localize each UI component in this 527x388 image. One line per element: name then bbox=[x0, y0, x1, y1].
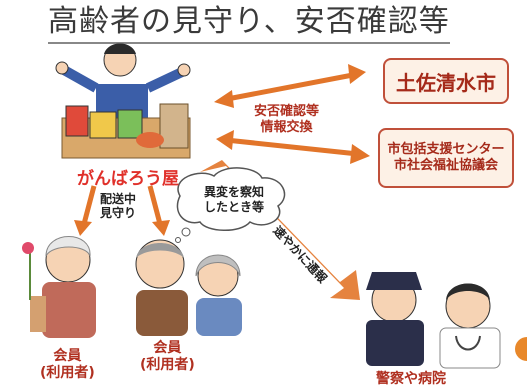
support-center-box: 市包括支援センター 市社会福祉協議会 bbox=[378, 128, 514, 188]
info-exchange-label: 安否確認等 情報交換 bbox=[254, 104, 319, 136]
arrow-shop-city bbox=[214, 64, 366, 108]
bubble-label: 異変を察知 したとき等 bbox=[186, 185, 282, 215]
corner-marker bbox=[515, 337, 527, 361]
shopkeeper-illustration bbox=[55, 43, 191, 159]
shop-label: がんばろう屋 bbox=[77, 169, 179, 189]
info-line1: 安否確認等 bbox=[254, 104, 320, 119]
center-label-line2: 市社会福祉協議会 bbox=[393, 158, 498, 173]
arrow-to-member2 bbox=[147, 185, 170, 236]
info-line2: 情報交換 bbox=[260, 120, 313, 135]
member2-line1: 会員 bbox=[153, 340, 182, 356]
bubble-line2: したとき等 bbox=[203, 200, 264, 214]
delivery-watch-label: 配送中 見守り bbox=[100, 192, 136, 220]
arrow-to-member1 bbox=[74, 185, 97, 236]
member2-label: 会員 (利用者) bbox=[140, 340, 195, 374]
arrow-to-police bbox=[200, 160, 360, 300]
member2-line2: (利用者) bbox=[140, 357, 195, 373]
member1-line2: (利用者) bbox=[40, 365, 95, 381]
speech-bubble bbox=[175, 167, 286, 243]
member1-line1: 会員 bbox=[53, 348, 82, 364]
police-hospital-label: 警察や病院 bbox=[376, 371, 446, 387]
member1-label: 会員 (利用者) bbox=[40, 348, 95, 382]
city-label: 土佐清水市 bbox=[396, 70, 496, 95]
bubble-line1: 異変を察知 bbox=[203, 185, 264, 199]
member2-illustration bbox=[135, 239, 242, 336]
police-doctor-illustration bbox=[366, 272, 501, 369]
member1-illustration bbox=[22, 236, 96, 338]
delivery-line2: 見守り bbox=[100, 206, 137, 220]
diagram-title: 高齢者の見守り、安否確認等 bbox=[48, 4, 450, 44]
arrow-shop-center bbox=[216, 130, 370, 164]
center-label-line1: 市包括支援センター bbox=[387, 142, 505, 157]
delivery-line1: 配送中 bbox=[100, 192, 137, 206]
city-box: 土佐清水市 bbox=[383, 58, 509, 104]
